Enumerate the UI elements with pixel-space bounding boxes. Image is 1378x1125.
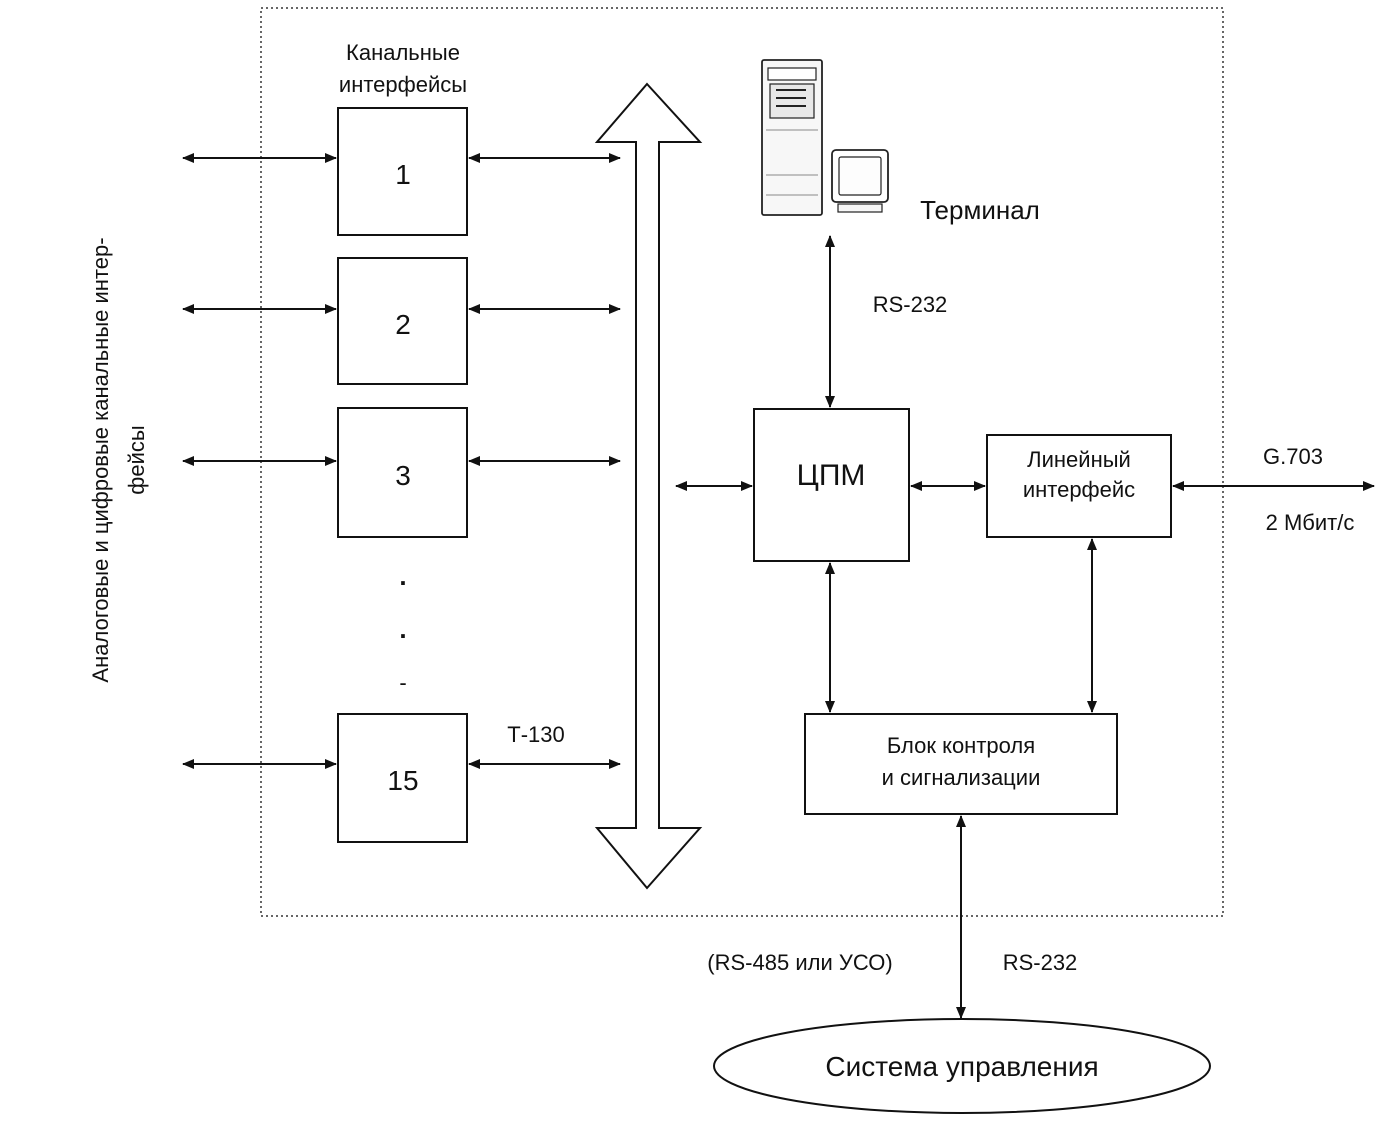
rs232-control-label: RS-232 <box>1003 950 1078 975</box>
channel-interfaces-label: Канальные <box>346 40 460 65</box>
rs485-label: (RS-485 или УСО) <box>707 950 892 975</box>
rate-label: 2 Мбит/с <box>1266 510 1355 535</box>
line-interface-label-2: интерфейс <box>1023 477 1135 502</box>
channel-box-2-label: 2 <box>395 309 411 340</box>
rs232-terminal-label: RS-232 <box>873 292 948 317</box>
terminal-computer-icon <box>761 59 889 216</box>
line-interface-label: Линейный <box>1027 447 1131 472</box>
g703-label: G.703 <box>1263 444 1323 469</box>
channel-box-3-label: 3 <box>395 460 411 491</box>
channel-box-1: 1 <box>337 107 468 236</box>
side-label-line2: фейсы <box>124 425 149 494</box>
ellipsis-dot-1: . <box>399 561 406 591</box>
channel-box-1-label: 1 <box>395 159 411 190</box>
channel-box-15-label: 15 <box>387 765 418 796</box>
terminal-label: Терминал <box>920 195 1040 225</box>
line-interface-block: Линейный интерфейс <box>986 434 1172 538</box>
management-system-label: Система управления <box>825 1051 1098 1082</box>
t130-label: Т-130 <box>507 722 564 747</box>
channel-interfaces-label-2: интерфейсы <box>339 72 467 97</box>
control-block-label: Блок контроля <box>887 733 1035 758</box>
cpm-block: ЦПМ <box>753 408 910 562</box>
cpm-label: ЦПМ <box>797 459 866 492</box>
control-block-label-2: и сигнализации <box>882 765 1041 790</box>
ellipsis-dot-2: . <box>399 614 406 644</box>
system-bus-arrow <box>594 82 703 890</box>
control-block: Блок контроля и сигнализации <box>804 713 1118 815</box>
channel-box-15: 15 <box>337 713 468 843</box>
ellipsis-dot-3: - <box>399 670 406 695</box>
management-system: Система управления <box>713 1018 1211 1114</box>
channel-box-2: 2 <box>337 257 468 385</box>
channel-box-3: 3 <box>337 407 468 538</box>
side-label-line1: Аналоговые и цифровые канальные интер- <box>88 237 113 682</box>
